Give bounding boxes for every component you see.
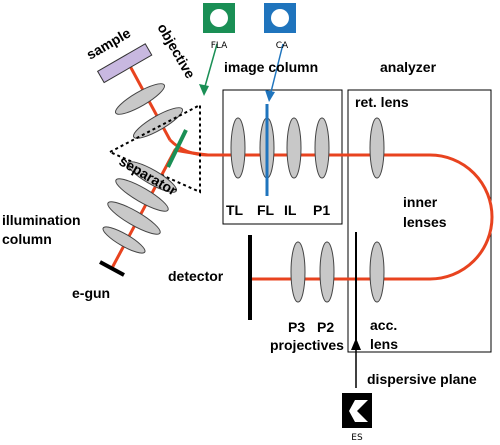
illumination-label: illumination <box>2 212 81 228</box>
il-label: IL <box>284 202 297 218</box>
p3-label: P3 <box>288 319 305 335</box>
image-column-box <box>222 89 343 225</box>
dispersive-plane-label: dispersive plane <box>367 371 477 387</box>
objective-lens <box>115 83 165 115</box>
column-label: column <box>2 231 52 247</box>
fla-aperture-icon <box>203 3 235 33</box>
ret-lens <box>369 117 385 179</box>
lens-label: lens <box>370 336 398 352</box>
objective-label: objective <box>154 21 198 82</box>
objective-lens-lower <box>133 107 183 139</box>
e-gun-label: e-gun <box>72 285 110 301</box>
e-gun-bar <box>99 260 125 277</box>
es-slit-icon <box>342 393 372 428</box>
lens-p3 <box>290 241 306 303</box>
fl-label: FL <box>257 202 275 218</box>
separator-plate <box>166 129 188 168</box>
lenses-label: lenses <box>403 214 447 230</box>
fla-label: FLA <box>211 41 228 51</box>
lens-il <box>286 117 302 179</box>
ca-label: CA <box>276 41 289 51</box>
separator-prism <box>107 103 201 194</box>
lens-tl <box>230 117 246 179</box>
detector-label: detector <box>168 268 224 284</box>
beam-curve-at-separator <box>168 138 209 157</box>
fla-arrowhead <box>199 84 209 96</box>
sample-plate <box>96 43 153 84</box>
ca-arrow <box>269 43 284 97</box>
analyzer-label: analyzer <box>380 59 437 75</box>
ca-aperture-icon <box>264 3 296 33</box>
image-column-label: image column <box>224 59 318 75</box>
illumination-lens-1 <box>127 161 177 193</box>
inner-label: inner <box>403 194 438 210</box>
acc-lens <box>369 241 385 303</box>
es-label: ES <box>351 433 363 443</box>
illumination-lens-2 <box>115 178 169 212</box>
illumination-lens-4 <box>102 226 146 254</box>
fla-arrow <box>203 43 218 91</box>
illumination-lens-3 <box>107 201 161 235</box>
p1-label: P1 <box>313 202 330 218</box>
lens-p2 <box>319 241 335 303</box>
tl-label: TL <box>226 202 244 218</box>
ret-lens-label: ret. lens <box>355 94 409 110</box>
projectives-label: projectives <box>270 337 344 353</box>
ca-arrowhead <box>265 90 275 102</box>
dispersive-plane-arrowhead <box>351 338 361 350</box>
p2-label: P2 <box>317 319 334 335</box>
acc-label: acc. <box>370 317 397 333</box>
lens-p1 <box>314 117 330 179</box>
